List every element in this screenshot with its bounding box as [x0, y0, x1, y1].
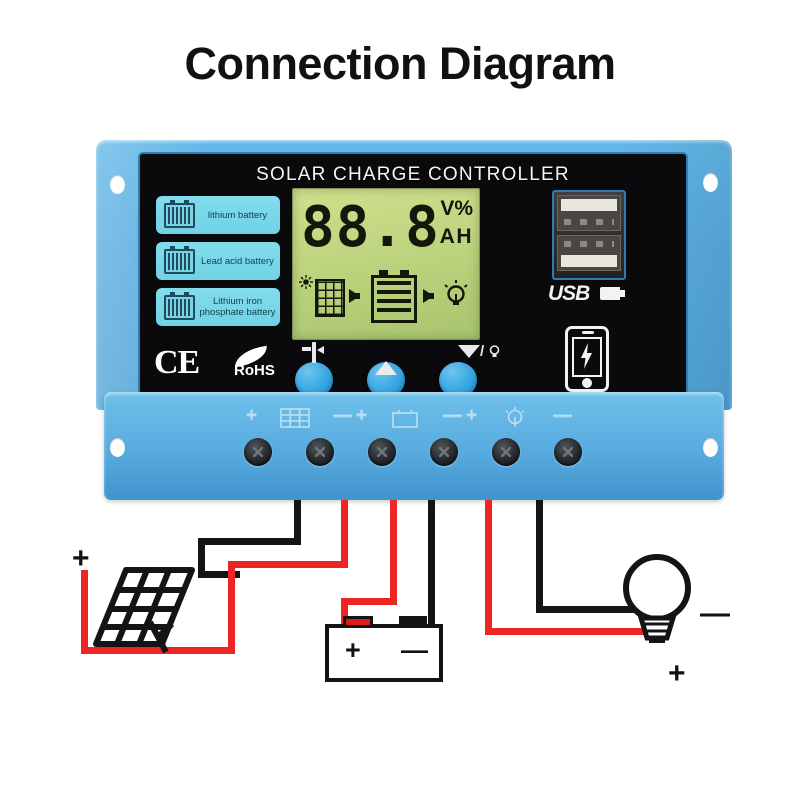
menu-select-button[interactable]: [288, 342, 340, 398]
battery-type-lithium-button[interactable]: lithium battery: [156, 196, 280, 234]
solar-positive-wire: [228, 561, 235, 654]
light-bulb-icon: [444, 280, 468, 305]
load-minus-label: —: [700, 597, 730, 630]
battery-negative-wire: [428, 500, 435, 626]
usb-port-block[interactable]: [552, 190, 626, 280]
usb-plug-icon: [600, 287, 625, 300]
usb-section: USB: [540, 190, 660, 320]
terminal-screw-load-negative[interactable]: [554, 438, 582, 466]
terminal-labels: + — +: [244, 406, 584, 432]
battery-icon: [164, 199, 195, 228]
light-bulb-icon: [623, 554, 691, 643]
page-title: Connection Diagram: [184, 38, 616, 89]
wiring-diagram: + + —: [0, 470, 800, 800]
down-arrow-light-icon: /: [432, 344, 500, 360]
terminal-plus-label: +: [466, 405, 478, 426]
solar-positive-label: +: [72, 542, 90, 575]
load-plus-label: +: [668, 657, 686, 690]
mounting-hole: [703, 438, 718, 457]
terminal-screw-battery-positive[interactable]: [368, 438, 396, 466]
load-negative-wire: [536, 500, 543, 612]
solar-positive-wire: [81, 647, 235, 654]
battery-type-label: Lead acid battery: [201, 255, 274, 267]
battery-icon: [164, 245, 195, 274]
battery-minus-label: —: [401, 635, 428, 665]
arrow-right-icon: [423, 289, 434, 303]
terminal-minus-label: —: [333, 405, 352, 426]
lightning-bolt-icon: [581, 343, 592, 369]
phone-charging-icon: [565, 326, 609, 392]
battery-icon: + —: [325, 616, 443, 682]
decrease-load-button[interactable]: /: [432, 344, 500, 398]
solar-negative-wire: [198, 538, 301, 545]
battery-icon: [371, 270, 417, 323]
rohs-mark: RoHS: [232, 345, 292, 384]
load-negative-wire: [536, 606, 654, 613]
lcd-flow-row: [297, 269, 475, 325]
lcd-display: 88.8 V% AH: [292, 188, 480, 340]
sun-icon: [299, 275, 313, 289]
terminal-plus-label: +: [356, 405, 368, 426]
battery-negative-terminal: [399, 616, 427, 628]
terminal-screw-battery-negative[interactable]: [430, 438, 458, 466]
lcd-unit-amp-hour: AH: [439, 225, 473, 248]
solar-negative-wire: [294, 500, 301, 545]
usb-port-upper[interactable]: [557, 195, 621, 231]
terminal-minus-label: —: [553, 405, 572, 426]
terminal-screw-row: [242, 438, 592, 472]
terminal-screw-solar-positive[interactable]: [244, 438, 272, 466]
lcd-value: 88.8: [301, 195, 440, 260]
solar-panel-icon: [315, 279, 345, 317]
battery-type-lead-acid-button[interactable]: Lead acid battery: [156, 242, 280, 280]
battery-type-lifepo4-button[interactable]: Lithium iron phosphate battery: [156, 288, 280, 326]
lcd-unit-volt-percent: V%: [440, 197, 473, 220]
battery-positive-wire: [341, 598, 397, 605]
panel-title: SOLAR CHARGE CONTROLLER: [256, 164, 570, 185]
battery-icon: [392, 409, 418, 428]
control-button-row: /: [292, 342, 500, 398]
arrow-right-icon: [349, 289, 360, 303]
solar-negative-wire: [198, 538, 205, 578]
certification-marks: CE RoHS: [154, 342, 284, 388]
solar-charge-controller: SOLAR CHARGE CONTROLLER lithium battery …: [96, 140, 732, 500]
battery-icon: [164, 291, 195, 320]
terminal-screw-load-positive[interactable]: [492, 438, 520, 466]
battery-positive-terminal: [343, 616, 373, 628]
light-bulb-icon: [505, 407, 525, 427]
solar-panel-icon: [93, 567, 195, 654]
battery-plus-label: +: [345, 635, 361, 665]
battery-type-label: Lithium iron phosphate battery: [199, 296, 276, 318]
usb-port-lower[interactable]: [557, 235, 621, 271]
terminal-group-load: + —: [464, 406, 576, 432]
mounting-hole: [110, 438, 125, 457]
ce-mark-icon: CE: [154, 344, 200, 381]
solar-positive-wire: [341, 500, 348, 568]
light-bulb-icon: [489, 345, 500, 357]
load-positive-wire: [485, 628, 667, 635]
increase-button[interactable]: [360, 344, 412, 398]
rohs-label: RoHS: [234, 362, 275, 379]
front-panel: SOLAR CHARGE CONTROLLER lithium battery …: [140, 154, 686, 398]
battery-type-label: lithium battery: [207, 209, 268, 221]
battery-positive-wire: [390, 500, 397, 605]
solar-positive-wire: [81, 570, 88, 654]
select-battery-icon: [288, 342, 340, 363]
usb-label: USB: [548, 282, 590, 305]
terminal-group-battery: + —: [354, 406, 466, 432]
terminal-group-solar: + —: [244, 406, 356, 432]
terminal-plus-label: +: [246, 405, 258, 426]
terminal-screw-solar-negative[interactable]: [306, 438, 334, 466]
battery-positive-wire: [341, 598, 348, 624]
terminal-minus-label: —: [443, 405, 462, 426]
solar-positive-wire: [228, 561, 348, 568]
mounting-hole: [703, 173, 718, 192]
battery-type-button-group: lithium battery Lead acid battery Lithiu…: [156, 196, 280, 334]
terminal-block: + — +: [104, 392, 724, 500]
mounting-hole: [110, 175, 125, 194]
solar-panel-icon: [280, 408, 310, 428]
up-arrow-plus-icon: [360, 344, 412, 375]
load-positive-wire: [485, 500, 492, 634]
solar-negative-wire: [198, 571, 240, 578]
